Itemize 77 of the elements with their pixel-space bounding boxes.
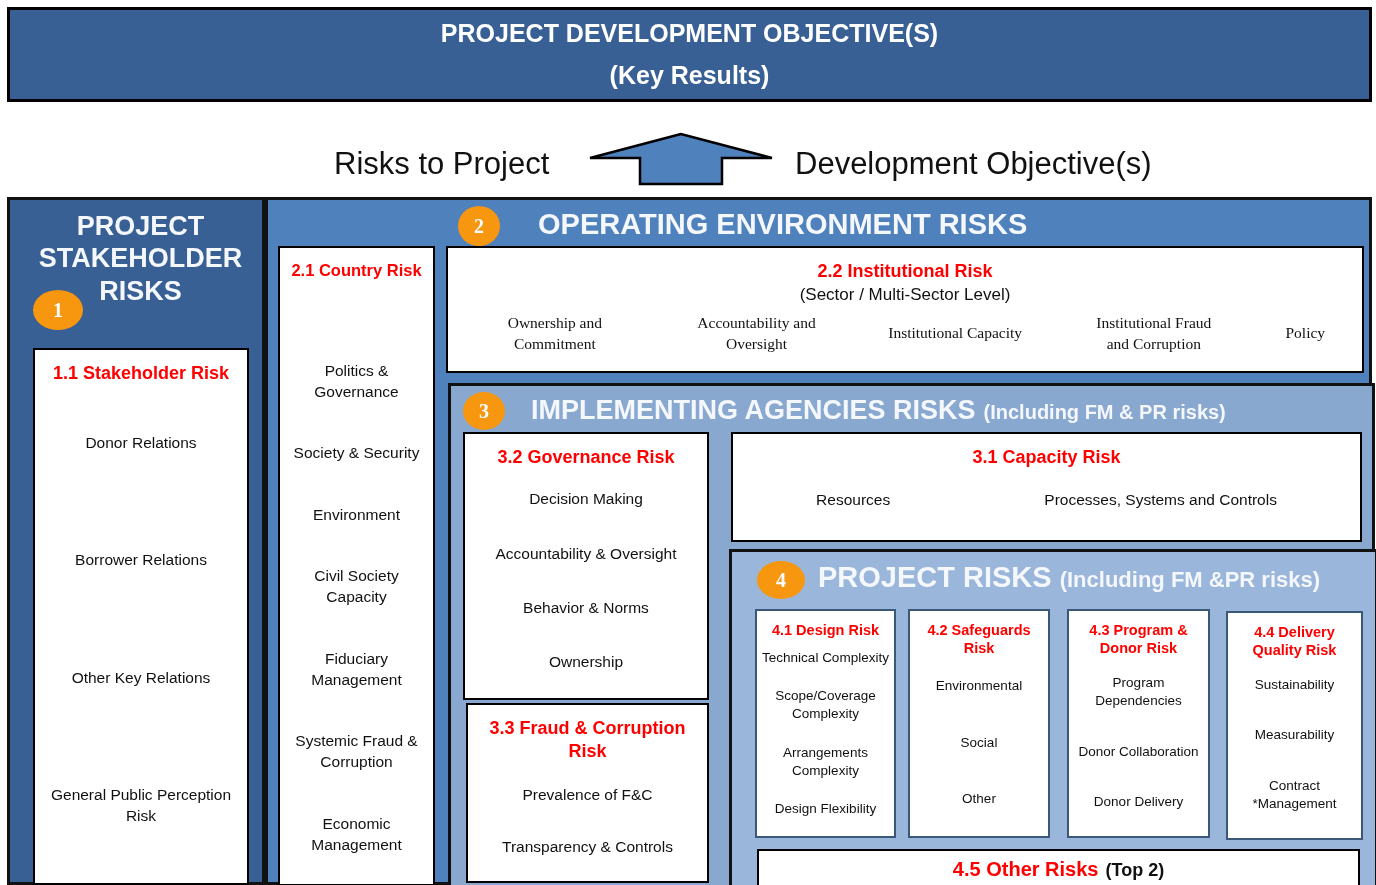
- risk-title: 3.3 Fraud & Corruption Risk: [488, 717, 687, 762]
- risk-item: Scope/Coverage Complexity: [774, 687, 877, 724]
- risk-item: Social: [960, 733, 998, 752]
- banner-heading: (Key Results): [609, 61, 770, 89]
- risk-item: Policy: [1285, 323, 1326, 344]
- risk-item: Donor Relations: [85, 432, 197, 453]
- risk-item: Donor Collaboration: [1078, 742, 1199, 761]
- risk-item: Borrower Relations: [75, 550, 207, 571]
- panel-subheading: (Including FM & PR risks): [983, 400, 1226, 424]
- panel-heading: OPERATING ENVIRONMENT RISKS: [538, 207, 1028, 242]
- risk-item: Donor Delivery: [1093, 793, 1184, 812]
- risk-title: 4.2 Safeguards Risk: [926, 621, 1032, 658]
- risk-item: Design Flexibility: [774, 799, 877, 818]
- risk-item: Decision Making: [529, 489, 643, 510]
- risk-item: Environment: [313, 504, 400, 525]
- risk-box: [1226, 611, 1363, 840]
- risk-item: Institutional Fraud and Corruption: [1095, 312, 1213, 354]
- risk-item: Prevalence of F&C: [522, 785, 653, 806]
- risk-title: 4.5 Other Risks: [952, 857, 1099, 881]
- risk-box: [466, 703, 709, 883]
- risk-item: Ownership and Commitment: [506, 312, 603, 354]
- risk-title: 3.1 Capacity Risk: [972, 446, 1121, 469]
- risk-box: [757, 849, 1360, 885]
- banner-heading: PROJECT DEVELOPMENT OBJECTIVE(S): [440, 20, 939, 48]
- risk-box: [278, 246, 435, 885]
- risk-subtitle: (Sector / Multi-Sector Level): [799, 284, 1011, 305]
- risk-panel: [7, 197, 265, 885]
- risk-panel: [448, 383, 1375, 885]
- risk-item: Environmental: [935, 676, 1023, 695]
- panel-heading: IMPLEMENTING AGENCIES RISKS: [531, 394, 976, 427]
- risk-item: Measurability: [1254, 726, 1335, 745]
- number-badge: 3: [463, 392, 505, 430]
- risk-box: [33, 348, 249, 885]
- risk-item: Other: [962, 790, 996, 809]
- risk-item: Fiduciary Management: [310, 648, 403, 690]
- number-badge: 2: [458, 206, 500, 246]
- risk-item: Resources: [816, 489, 891, 510]
- risk-title: 3.2 Governance Risk: [497, 446, 675, 469]
- objective-banner: [7, 7, 1372, 102]
- risk-item: Technical Complexity: [762, 649, 889, 668]
- risk-item: Society & Security: [293, 443, 420, 464]
- risk-item: Sustainability: [1254, 675, 1335, 694]
- risk-panel: [729, 549, 1376, 885]
- risk-item: Program Dependencies: [1094, 673, 1183, 710]
- panel-heading: PROJECT RISKS: [818, 560, 1052, 595]
- risk-title: 2.2 Institutional Risk: [817, 260, 993, 283]
- risk-title: 2.1 Country Risk: [291, 260, 422, 281]
- risk-item: Accountability & Oversight: [495, 543, 677, 564]
- risk-item: Contract *Management: [1251, 777, 1338, 814]
- risk-item: Other Key Relations: [71, 667, 211, 688]
- risk-item: General Public Perception Risk: [49, 784, 233, 826]
- risk-title: 4.1 Design Risk: [771, 621, 880, 640]
- risk-item: Systemic Fraud & Corruption: [294, 731, 419, 773]
- risk-item: Accountability and Oversight: [696, 312, 817, 354]
- panel-subheading: (Including FM &PR risks): [1059, 567, 1321, 594]
- risk-box: [908, 609, 1050, 838]
- risk-item: Behavior & Norms: [523, 597, 649, 618]
- risk-item: Arrangements Complexity: [782, 743, 869, 780]
- risk-box: [731, 432, 1362, 542]
- risk-item: Politics & Governance: [313, 360, 400, 402]
- risk-box: [1067, 609, 1210, 838]
- risk-item: Ownership: [548, 652, 624, 673]
- risk-box: [446, 246, 1364, 373]
- risk-note: (Top 2): [1105, 859, 1165, 881]
- caption-text: Risks to Project: [334, 146, 550, 182]
- risk-item: Economic Management: [310, 813, 403, 855]
- risk-box: [755, 609, 896, 838]
- number-badge: 4: [757, 561, 805, 599]
- risk-item: Processes, Systems and Controls: [1044, 489, 1277, 510]
- risk-title: 4.3 Program & Donor Risk: [1088, 621, 1189, 658]
- caption-text: Development Objective(s): [795, 146, 1152, 182]
- risk-title: 1.1 Stakeholder Risk: [52, 362, 230, 385]
- risk-item: Transparency & Controls: [502, 836, 673, 857]
- risk-item: Civil Society Capacity: [313, 566, 400, 608]
- risk-title: 4.4 Delivery Quality Risk: [1251, 623, 1338, 660]
- risk-box: [463, 432, 709, 700]
- risk-item: Institutional Capacity: [888, 323, 1023, 344]
